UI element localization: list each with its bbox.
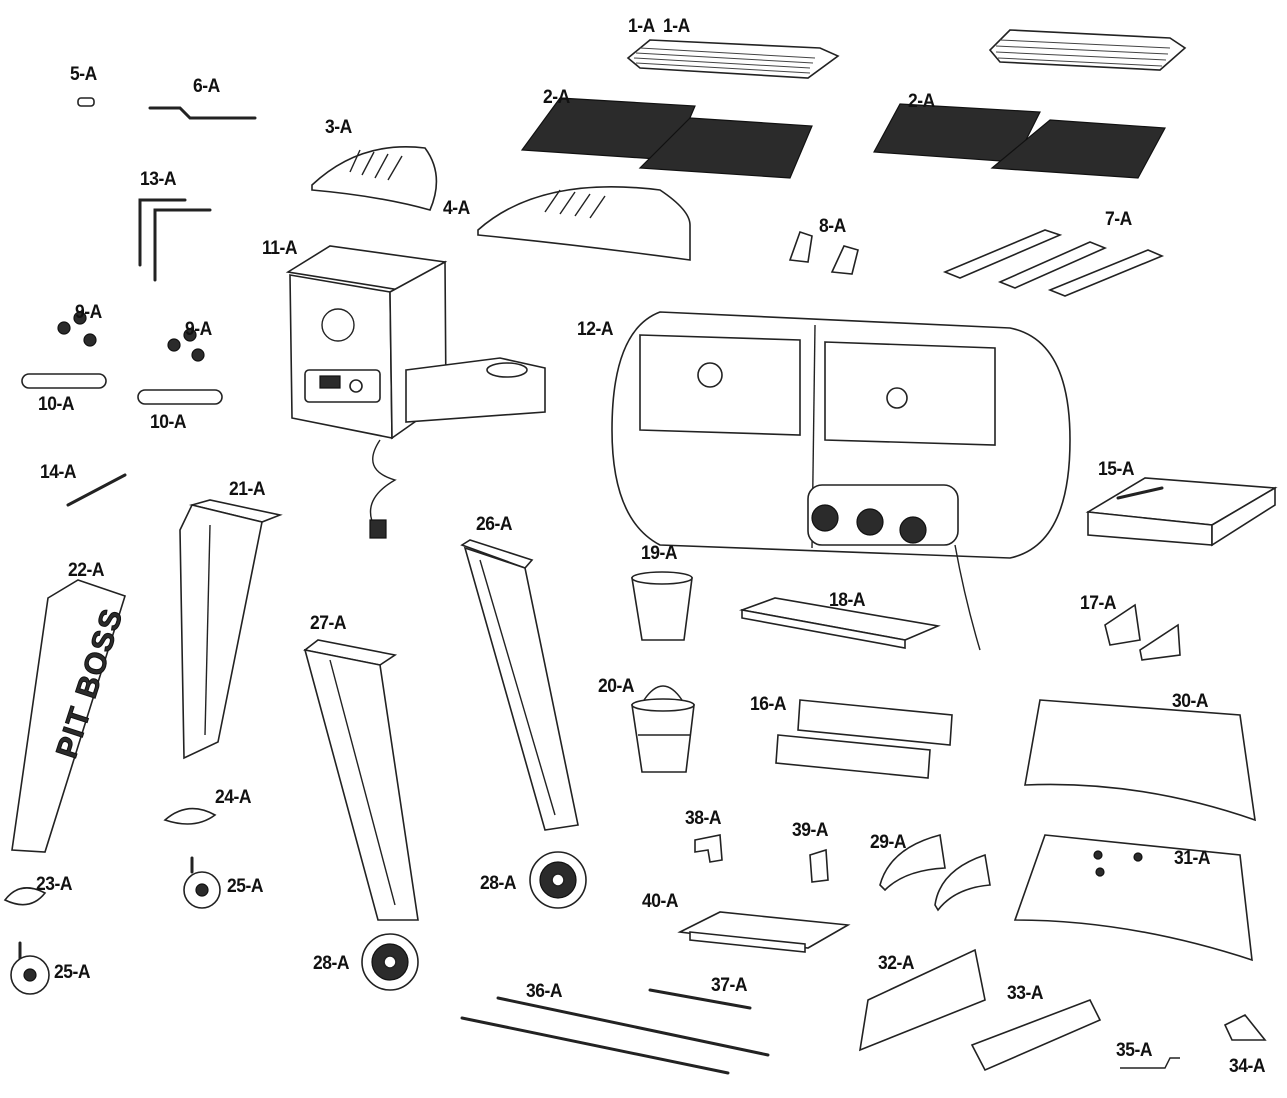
label-part-24a: 24-A <box>215 787 252 808</box>
label-part-10a-left: 10-A <box>38 394 75 415</box>
part-2a-grates-right <box>873 103 1166 179</box>
label-part-19a: 19-A <box>641 543 678 564</box>
part-2a-grates-left <box>520 97 813 179</box>
label-part-2a-left: 2-A <box>543 87 570 108</box>
label-part-34a: 34-A <box>1229 1056 1266 1077</box>
label-part-36a: 36-A <box>526 981 563 1002</box>
label-part-25a-top: 25-A <box>227 876 264 897</box>
part-5a-pin <box>77 97 95 107</box>
label-part-7a: 7-A <box>1105 209 1132 230</box>
part-23a-gasket <box>3 887 47 906</box>
part-20a-bucket <box>631 685 695 773</box>
part-29a-brackets <box>879 834 991 912</box>
part-34a-bracket <box>1223 1013 1267 1041</box>
part-37a-rod <box>648 988 752 1010</box>
label-part-13a: 13-A <box>140 169 177 190</box>
part-1a-wire-rack-right <box>988 29 1187 71</box>
part-38a-bracket <box>694 834 723 863</box>
label-part-39a: 39-A <box>792 820 829 841</box>
part-13a-handle-rods <box>138 198 212 282</box>
label-part-9a-right: 9-A <box>185 319 212 340</box>
label-part-1a-left: 1-A <box>628 16 655 37</box>
part-6a-rod <box>148 106 257 120</box>
label-part-35a: 35-A <box>1116 1040 1153 1061</box>
label-part-40a: 40-A <box>642 891 679 912</box>
label-part-17a: 17-A <box>1080 593 1117 614</box>
part-36a-rods <box>460 996 770 1075</box>
part-35a-hook <box>1120 1057 1180 1069</box>
part-11a-hopper <box>285 245 546 539</box>
part-17a-brackets <box>1104 603 1181 661</box>
label-part-28a-left: 28-A <box>313 953 350 974</box>
part-7a-flame-tamers <box>942 229 1165 297</box>
part-8a-brackets <box>788 230 859 275</box>
part-33a-frame <box>970 998 1102 1072</box>
part-40a-drawer <box>677 911 851 953</box>
label-part-1a-right: 1-A <box>663 16 690 37</box>
part-31a-shelf <box>1013 834 1253 962</box>
part-1a-wire-rack-left <box>626 39 840 79</box>
label-part-28a-right: 28-A <box>480 873 517 894</box>
label-part-22a: 22-A <box>68 560 105 581</box>
part-25a-caster-bottom <box>10 941 50 995</box>
part-3a-heat-baffle <box>311 146 438 211</box>
label-part-30a: 30-A <box>1172 691 1209 712</box>
part-30a-shelf <box>1024 699 1256 822</box>
part-9a-washers <box>57 311 205 362</box>
label-part-32a: 32-A <box>878 953 915 974</box>
label-part-33a: 33-A <box>1007 983 1044 1004</box>
label-part-8a: 8-A <box>819 216 846 237</box>
label-part-9a-left: 9-A <box>75 302 102 323</box>
part-18a-grease-tray <box>738 597 941 649</box>
label-part-20a: 20-A <box>598 676 635 697</box>
label-part-31a: 31-A <box>1174 848 1211 869</box>
label-part-25a-bottom: 25-A <box>54 962 91 983</box>
label-part-10a-right: 10-A <box>150 412 187 433</box>
label-part-37a: 37-A <box>711 975 748 996</box>
label-part-5a: 5-A <box>70 64 97 85</box>
part-32a-frame <box>858 948 986 1052</box>
label-part-2a-right: 2-A <box>908 91 935 112</box>
part-39a-bracket <box>809 848 829 883</box>
part-15a-side-shelf <box>1085 477 1278 547</box>
part-12a-grill-barrel <box>611 311 1071 651</box>
part-14a-rod <box>66 473 127 507</box>
label-part-18a: 18-A <box>829 590 866 611</box>
label-part-21a: 21-A <box>229 479 266 500</box>
label-part-29a: 29-A <box>870 832 907 853</box>
part-28a-wheel-left <box>361 933 419 991</box>
label-part-27a: 27-A <box>310 613 347 634</box>
part-16a-vent-panels <box>775 699 953 779</box>
label-part-16a: 16-A <box>750 694 787 715</box>
label-part-14a: 14-A <box>40 462 77 483</box>
label-part-38a: 38-A <box>685 808 722 829</box>
part-19a-cup <box>631 571 693 641</box>
part-10a-axles <box>21 373 223 405</box>
part-25a-caster-top <box>183 856 221 909</box>
label-part-15a: 15-A <box>1098 459 1135 480</box>
label-part-6a: 6-A <box>193 76 220 97</box>
part-27a-leg <box>303 639 419 921</box>
part-21a-leg <box>179 499 283 760</box>
part-22a-leg-logo <box>11 579 126 853</box>
part-28a-wheel-right <box>529 851 587 909</box>
label-part-3a: 3-A <box>325 117 352 138</box>
label-part-26a: 26-A <box>476 514 513 535</box>
part-26a-leg <box>460 539 579 831</box>
label-part-11a: 11-A <box>262 238 298 259</box>
part-4a-heat-baffle-long <box>477 186 691 261</box>
label-part-4a: 4-A <box>443 198 470 219</box>
label-part-23a: 23-A <box>36 874 73 895</box>
part-24a-gasket <box>163 807 217 825</box>
label-part-12a: 12-A <box>577 319 614 340</box>
